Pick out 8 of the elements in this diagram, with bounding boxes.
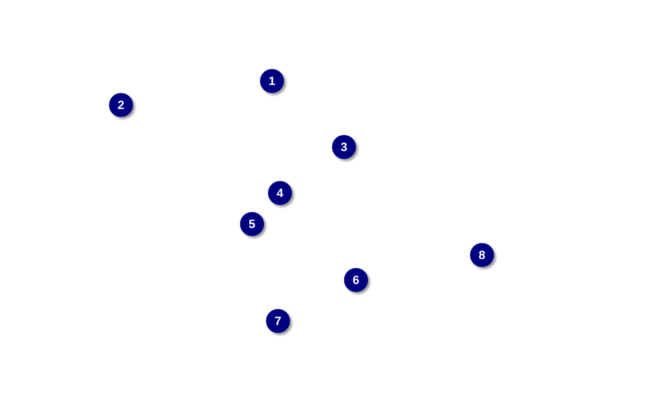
- callout-number: 3: [332, 135, 356, 159]
- callout-number: 8: [470, 243, 494, 267]
- callout-number: 5: [240, 212, 264, 236]
- callout-number: 1: [260, 69, 284, 93]
- callout-number: 4: [268, 181, 292, 205]
- callout-number: 7: [266, 309, 290, 333]
- callout-number: 2: [109, 93, 133, 117]
- callout-number: 6: [344, 268, 368, 292]
